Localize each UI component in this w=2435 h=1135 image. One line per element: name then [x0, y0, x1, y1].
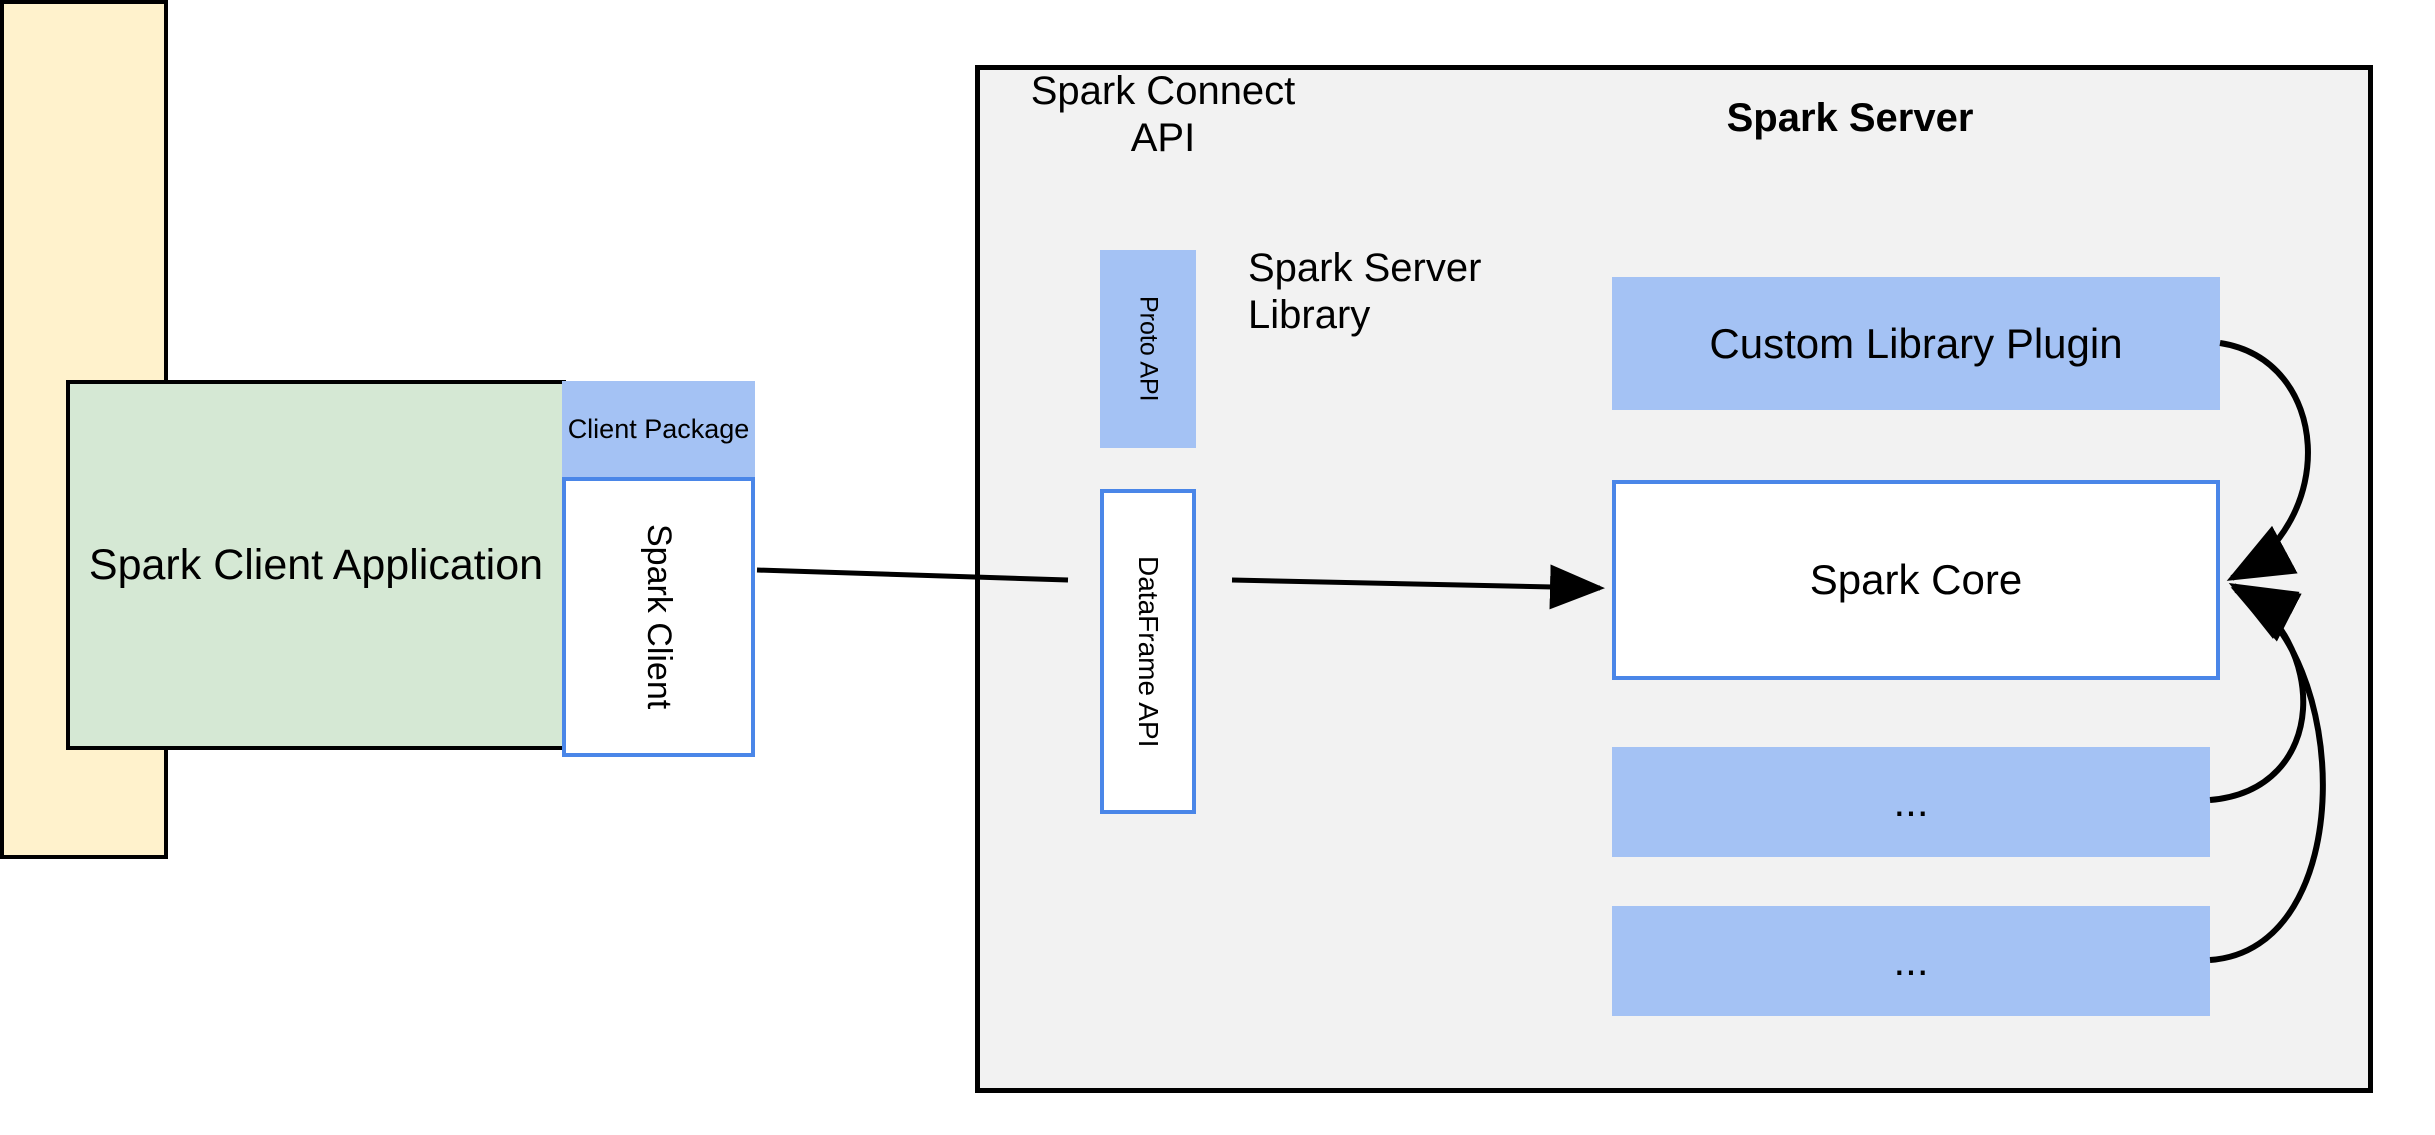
server-component-ellipsis-two: ...	[1612, 906, 2210, 1016]
server-component-ellipsis-one: ...	[1612, 747, 2210, 857]
client-package-box: Client Package	[562, 381, 755, 477]
spark-core-box: Spark Core	[1612, 480, 2220, 680]
spark-server-title: Spark Server	[1726, 96, 1974, 140]
dataframe-api-box: DataFrame API	[1100, 489, 1196, 814]
spark-client-label: Spark Client	[640, 524, 678, 710]
proto-api-box: Proto API	[1100, 250, 1196, 448]
proto-api-label: Proto API	[1134, 296, 1163, 402]
spark-client-application-box: Spark Client Application	[66, 380, 566, 750]
spark-server-library-label: Spark Server Library	[1248, 246, 1482, 338]
custom-library-plugin-box: Custom Library Plugin	[1612, 277, 2220, 410]
dataframe-api-label: DataFrame API	[1133, 555, 1164, 748]
spark-client-box: Spark Client	[562, 477, 755, 757]
spark-connect-api-label: Spark Connect API	[1030, 69, 1296, 161]
